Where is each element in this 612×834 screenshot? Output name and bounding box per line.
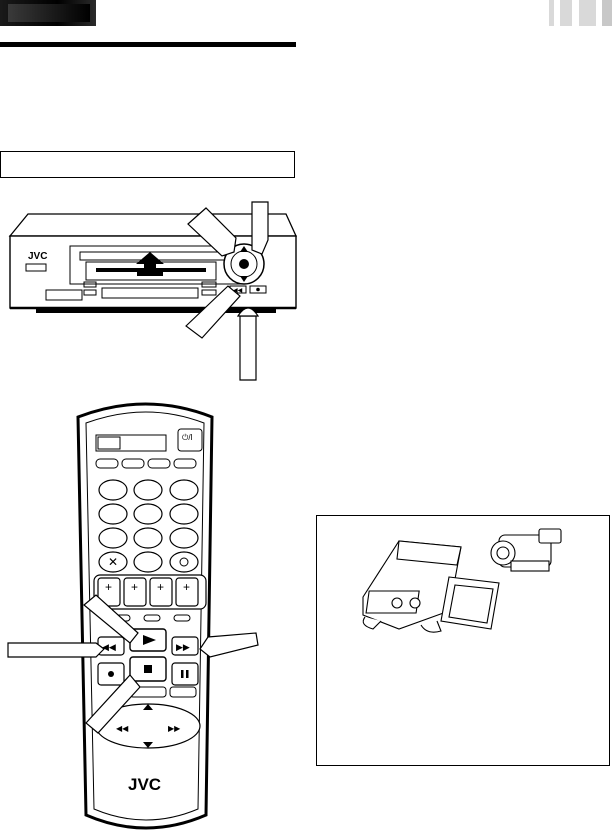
svg-text:⏻/I: ⏻/I [182, 433, 193, 442]
rewind-icon[interactable]: ◀◀ [97, 636, 125, 656]
number-keypad[interactable] [98, 479, 199, 549]
section-header-tab [0, 0, 96, 26]
eject-arrow-icon [136, 252, 164, 276]
svg-text:▶▶: ▶▶ [176, 642, 190, 652]
pause-icon[interactable] [171, 662, 199, 686]
svg-text:+: + [105, 580, 112, 594]
record-icon[interactable] [97, 662, 125, 686]
remote-control-illustration: ⏻/I ✕ + + + + ◀◀ ▶▶ [7, 402, 259, 830]
corner-tab-bar [579, 0, 596, 26]
timer-clock-icon[interactable] [169, 551, 199, 573]
cancel-x-icon[interactable]: ✕ [98, 551, 128, 573]
vcr-logo: JVC [28, 251, 47, 262]
cassette-adapter-and-camcorder-illustration [362, 528, 562, 633]
svg-text:+: + [183, 580, 190, 594]
stop-icon[interactable] [129, 656, 167, 682]
vcr-stop-button[interactable] [249, 285, 267, 294]
svg-text:✕: ✕ [108, 555, 118, 569]
vcr-jog-dial[interactable] [223, 243, 265, 285]
vcr-front-panel-illustration: JVC ◀◀ [8, 201, 298, 381]
svg-text:◀◀: ◀◀ [102, 642, 116, 652]
shuttle-dial[interactable]: ◀◀ ▶▶ [95, 703, 201, 749]
remote-logo: JVC [128, 775, 161, 794]
corner-tab-bar [602, 0, 612, 26]
section-title-rule [0, 42, 296, 47]
pointing-hand-icon [7, 594, 259, 734]
vcr-power-button[interactable] [25, 263, 47, 272]
power-icon[interactable]: ⏻/I [177, 428, 203, 452]
svg-text:◀◀: ◀◀ [116, 724, 129, 733]
svg-text:◀◀: ◀◀ [233, 288, 243, 294]
heading-frame-box [0, 151, 295, 178]
svg-text:▶▶: ▶▶ [168, 724, 181, 733]
pointing-hand-icon [185, 201, 269, 381]
svg-text:+: + [131, 580, 138, 594]
svg-text:+: + [157, 580, 164, 594]
corner-tab-bar [549, 0, 554, 26]
camcorder-note-box [316, 515, 610, 766]
fast-forward-icon[interactable]: ▶▶ [171, 636, 199, 656]
corner-tab-bar [560, 0, 572, 26]
